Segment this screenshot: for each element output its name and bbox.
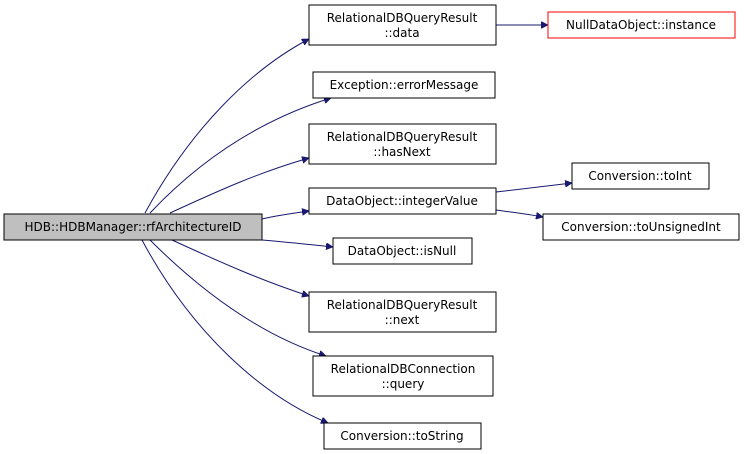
node-dataobject-isnull[interactable]: DataObject::isNull [332,237,473,265]
node-conversion-tounsignedint[interactable]: Conversion::toUnsignedInt [542,213,740,241]
node-dataobject-integervalue[interactable]: DataObject::integerValue [308,187,497,215]
node-hdb-hdbmanager-rfarchitectureid[interactable]: HDB::HDBManager::rfArchitectureID [3,213,263,241]
node-label-line-1: RelationalDBQueryResult [327,298,478,312]
edge-root-to-exception-errormessage [149,98,331,214]
node-label-line-2: ::hasNext [373,145,431,159]
node-label: Conversion::toInt [588,169,692,183]
node-relationaldbqueryresult-hasnext[interactable]: RelationalDBQueryResult ::hasNext [308,123,497,165]
edge-root-to-rdbqr-data [144,38,309,214]
node-label-line-2: ::next [385,313,420,327]
edge-root-to-rdbconn-query [149,239,326,356]
node-label-line-1: RelationalDBConnection [331,362,476,376]
node-label: NullDataObject::instance [566,18,716,32]
node-nulldataobject-instance[interactable]: NullDataObject::instance [547,11,736,39]
node-label-line-2: ::data [384,26,419,40]
edge-root-to-dataobject-isnull [261,239,333,247]
node-label: DataObject::integerValue [326,194,478,208]
node-label-line-2: ::query [382,377,425,391]
node-label-line-1: RelationalDBQueryResult [327,11,478,25]
node-label-line-1: RelationalDBQueryResult [327,130,478,144]
edge-integervalue-to-conversion-toint [495,183,572,193]
node-label: Exception::errorMessage [330,78,479,92]
edge-root-to-rdbqr-hasnext [169,158,309,214]
edge-root-to-rdbqr-next [171,239,309,296]
node-label: DataObject::isNull [348,244,457,258]
node-label: Conversion::toUnsignedInt [561,220,721,234]
edge-root-to-dataobject-integervalue [261,211,309,220]
node-relationaldbqueryresult-data[interactable]: RelationalDBQueryResult ::data [308,4,497,46]
node-exception-errormessage[interactable]: Exception::errorMessage [312,71,496,99]
edge-root-to-conversion-tostring [141,239,328,423]
node-conversion-tostring[interactable]: Conversion::toString [323,422,482,450]
edges [141,25,572,423]
node-relationaldbqueryresult-next[interactable]: RelationalDBQueryResult ::next [308,291,497,333]
node-label: Conversion::toString [340,429,463,443]
edge-integervalue-to-conversion-tounsignedint [495,209,543,217]
node-relationaldbconnection-query[interactable]: RelationalDBConnection ::query [312,355,494,397]
node-conversion-toint[interactable]: Conversion::toInt [571,162,710,190]
node-label: HDB::HDBManager::rfArchitectureID [25,220,242,234]
